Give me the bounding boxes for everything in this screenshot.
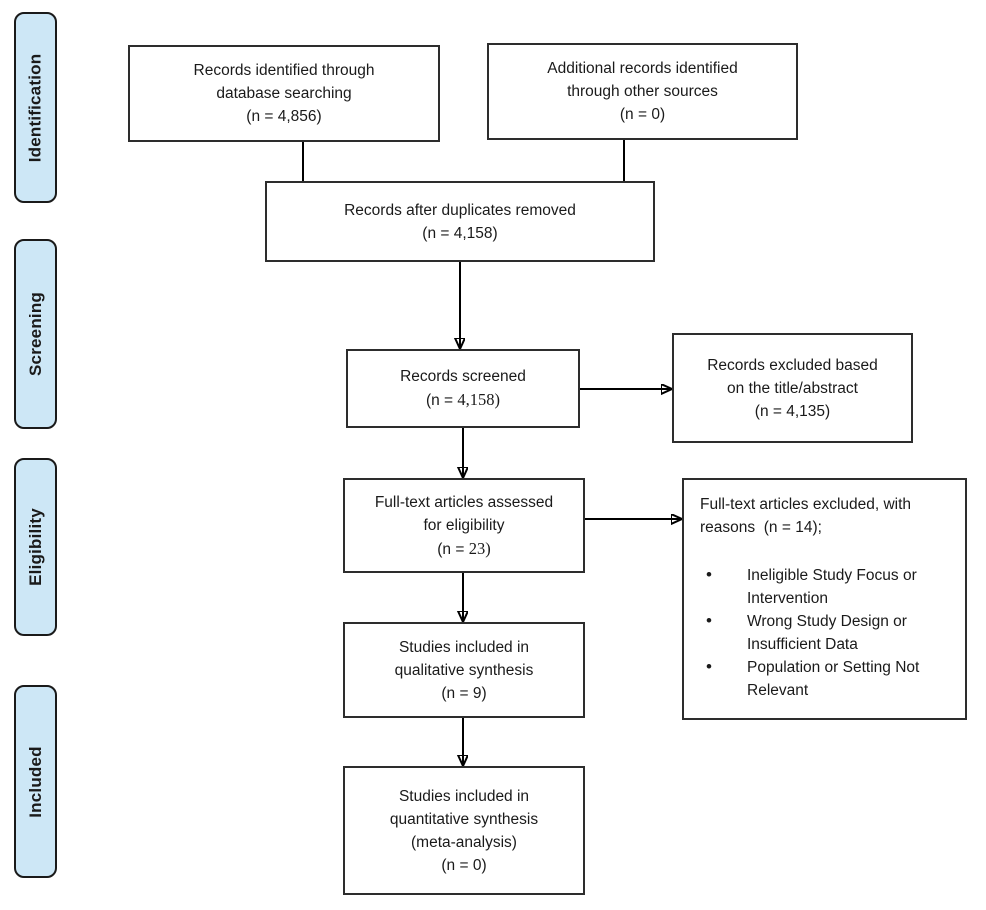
box-count: (n = 0) bbox=[619, 106, 666, 123]
exclusion-reason-item: Wrong Study Design or Insufficient Data bbox=[700, 609, 953, 656]
box-fulltext-articles-excluded-reasons: Full-text articles excluded, with reason… bbox=[682, 478, 967, 720]
count-prefix: (n = bbox=[425, 392, 458, 409]
box-text-line: Additional records identified bbox=[547, 60, 738, 77]
box-text-line: Studies included in bbox=[398, 638, 530, 656]
box-text-line: Studies included in bbox=[398, 787, 530, 805]
box-text-line: Records identified through bbox=[193, 62, 375, 79]
exclusion-reasons-list: Ineligible Study Focus or Intervention W… bbox=[700, 563, 953, 702]
box-text-line: qualitative synthesis bbox=[394, 661, 534, 679]
box-records-excluded-title-abstract: Records excluded based on the title/abst… bbox=[672, 333, 913, 443]
stage-label-screening: Screening bbox=[14, 239, 57, 429]
box-text-line: for eligibility bbox=[423, 516, 505, 534]
box-additional-records-other-sources: Additional records identified through ot… bbox=[487, 43, 798, 140]
exclusion-reason-item: Population or Setting Not Relevant bbox=[700, 655, 953, 702]
box-count: (n = 4,158) bbox=[426, 388, 500, 412]
box-text-line: through other sources bbox=[567, 83, 718, 100]
stage-label-text: Included bbox=[25, 745, 45, 818]
box-count: (n = 4,158) bbox=[422, 224, 498, 242]
box-count: (n = 9) bbox=[441, 684, 487, 702]
box-text-line: quantitative synthesis bbox=[389, 810, 539, 828]
box-records-identified-database: Records identified through database sear… bbox=[128, 45, 440, 142]
stage-label-eligibility: Eligibility bbox=[14, 458, 57, 636]
box-text-line: database searching bbox=[216, 85, 352, 102]
box-text-line: on the title/abstract bbox=[727, 379, 858, 397]
box-fulltext-articles-assessed: Full-text articles assessed for eligibil… bbox=[343, 478, 585, 573]
box-text-line: (meta-analysis) bbox=[411, 833, 517, 851]
stage-label-text: Identification bbox=[25, 53, 45, 162]
count-value: 23) bbox=[468, 538, 491, 558]
box-studies-qualitative-synthesis: Studies included in qualitative synthesi… bbox=[343, 622, 585, 718]
box-text-line: Records after duplicates removed bbox=[344, 201, 576, 219]
stage-label-text: Screening bbox=[25, 292, 45, 376]
box-records-screened: Records screened (n = 4,158) bbox=[346, 349, 580, 428]
box-count: (n = 23) bbox=[437, 537, 490, 561]
count-value: 4,158) bbox=[457, 390, 501, 409]
box-count: (n = 4,135) bbox=[754, 402, 831, 420]
box-text-line: Records screened bbox=[400, 368, 526, 385]
box-text-line: reasons (n = 14); bbox=[700, 519, 822, 536]
box-count: (n = 4,856) bbox=[246, 108, 322, 125]
box-count: (n = 0) bbox=[441, 856, 487, 874]
stage-label-identification: Identification bbox=[14, 12, 57, 203]
box-text-line: Full-text articles assessed bbox=[374, 493, 554, 511]
box-studies-quantitative-synthesis: Studies included in quantitative synthes… bbox=[343, 766, 585, 895]
stage-label-text: Eligibility bbox=[25, 508, 45, 586]
box-records-after-duplicates-removed: Records after duplicates removed (n = 4,… bbox=[265, 181, 655, 262]
box-text-line: Full-text articles excluded, with bbox=[700, 496, 912, 513]
exclusion-reason-item: Ineligible Study Focus or Intervention bbox=[700, 563, 953, 610]
count-prefix: (n = bbox=[437, 540, 469, 558]
stage-label-included: Included bbox=[14, 685, 57, 878]
box-text-line: Records excluded based bbox=[707, 356, 878, 374]
